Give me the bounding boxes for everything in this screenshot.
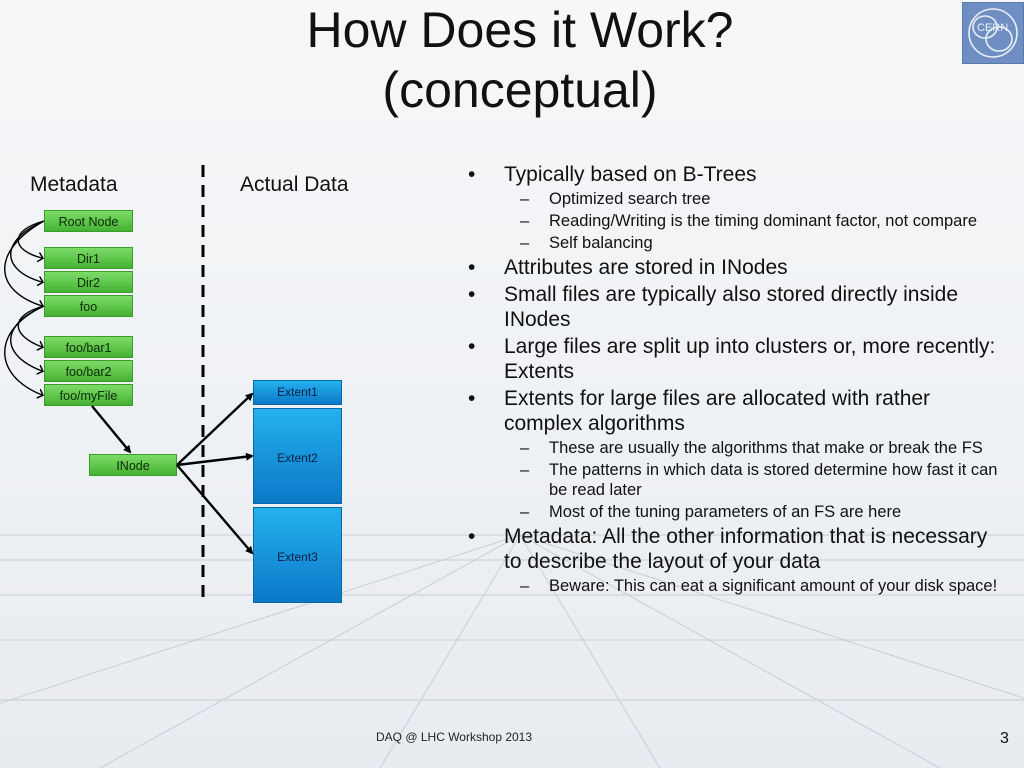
logo-text: CERN xyxy=(977,22,1008,34)
page-number: 3 xyxy=(1000,730,1009,747)
foo-myfile-node: foo/myFile xyxy=(44,384,133,406)
sub-bullet-text: Beware: This can eat a significant amoun… xyxy=(549,577,998,595)
bullet-text: Metadata: All the other information that… xyxy=(504,525,988,573)
bullet-text: Large files are split up into clusters o… xyxy=(504,335,996,383)
cern-logo: CERN xyxy=(962,2,1024,64)
sub-bullet-item: –Most of the tuning parameters of an FS … xyxy=(520,503,902,521)
sub-bullet-text: Self balancing xyxy=(549,234,653,252)
sub-bullet-item: –Beware: This can eat a significant amou… xyxy=(520,577,998,595)
foo-bar2-node: foo/bar2 xyxy=(44,360,133,382)
dir1-node: Dir1 xyxy=(44,247,133,269)
bullet-item: •Metadata: All the other information tha… xyxy=(468,525,988,573)
bullet-text: Typically based on B-Trees xyxy=(504,163,757,186)
extent-3: Extent3 xyxy=(253,507,342,603)
sub-bullet-text: Reading/Writing is the timing dominant f… xyxy=(549,212,977,230)
extent-2: Extent2 xyxy=(253,408,342,504)
footer-text: DAQ @ LHC Workshop 2013 xyxy=(376,730,533,744)
title-line-1: How Does it Work? xyxy=(306,2,734,58)
foo-node: foo xyxy=(44,295,133,317)
metadata-heading: Metadata xyxy=(30,173,118,196)
sub-bullet-text: Optimized search tree xyxy=(549,190,711,208)
actual-data-heading: Actual Data xyxy=(240,173,349,196)
extent-1: Extent1 xyxy=(253,380,342,405)
bullet-text: Extents for large files are allocated wi… xyxy=(504,387,931,435)
sub-bullet-text: These are usually the algorithms that ma… xyxy=(549,439,983,457)
sub-bullet-item: –Optimized search tree xyxy=(520,190,711,208)
sub-bullet-item: –The patterns in which data is stored de… xyxy=(520,461,998,499)
foo-bar1-node: foo/bar1 xyxy=(44,336,133,358)
sub-bullet-item: –Self balancing xyxy=(520,234,653,252)
bullet-item: •Large files are split up into clusters … xyxy=(468,335,996,383)
bullet-list: •Typically based on B-Trees –Optimized s… xyxy=(462,160,1010,596)
sub-bullet-item: –These are usually the algorithms that m… xyxy=(520,439,983,457)
bullet-item: •Small files are typically also stored d… xyxy=(468,283,959,331)
slide-title: How Does it Work? (conceptual) xyxy=(160,0,880,120)
sub-bullet-item: –Reading/Writing is the timing dominant … xyxy=(520,212,977,230)
bullet-item: •Attributes are stored in INodes xyxy=(468,256,788,279)
inode-node: INode xyxy=(89,454,177,476)
root-node: Root Node xyxy=(44,210,133,232)
dir2-node: Dir2 xyxy=(44,271,133,293)
bullet-text: Attributes are stored in INodes xyxy=(504,256,788,279)
sub-bullet-text: The patterns in which data is stored det… xyxy=(549,461,998,499)
bullet-item: •Typically based on B-Trees xyxy=(468,163,757,186)
bullet-item: •Extents for large files are allocated w… xyxy=(468,387,931,435)
title-line-2: (conceptual) xyxy=(382,62,658,118)
sub-bullet-text: Most of the tuning parameters of an FS a… xyxy=(549,503,902,521)
bullet-text: Small files are typically also stored di… xyxy=(504,283,959,331)
